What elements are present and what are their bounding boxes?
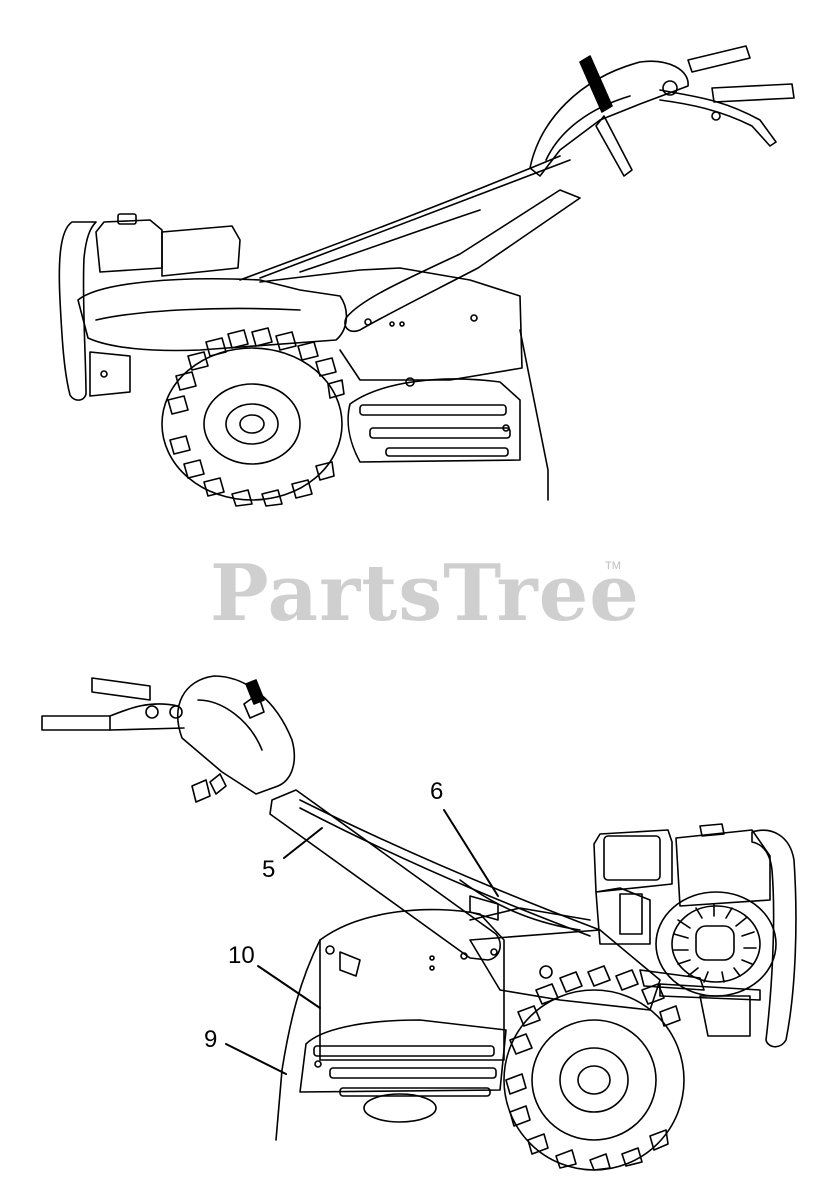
callout-leaders bbox=[226, 810, 498, 1074]
tine-shield-flap bbox=[300, 1020, 506, 1092]
tiller-lower-view bbox=[42, 676, 796, 1170]
callout-6: 6 bbox=[430, 778, 444, 805]
fuel-cap bbox=[118, 214, 136, 224]
handle-grip-lower bbox=[712, 84, 794, 102]
trademark-mark: TM bbox=[605, 560, 621, 572]
wheel-lower bbox=[504, 990, 684, 1170]
tiller-upper-view bbox=[59, 46, 794, 506]
handle-head-lower bbox=[178, 676, 295, 794]
callout-5: 5 bbox=[262, 856, 276, 883]
chassis-frame bbox=[78, 279, 346, 351]
rear-bumper bbox=[752, 830, 796, 1046]
tine-shield-lower bbox=[320, 910, 504, 1060]
handle-head bbox=[530, 61, 688, 176]
handle-column bbox=[345, 190, 580, 331]
watermark-text: PartsTree bbox=[210, 548, 640, 639]
leader-6 bbox=[444, 810, 498, 896]
tine-lever bbox=[580, 56, 612, 112]
handle-grip-lower-lower bbox=[42, 716, 110, 730]
handle-grip-upper bbox=[688, 46, 750, 72]
engine-block bbox=[162, 226, 240, 276]
fuel-tank bbox=[96, 220, 162, 272]
front-bumper bbox=[59, 222, 96, 400]
handle-grip-upper-lower bbox=[92, 678, 150, 700]
callout-9: 9 bbox=[204, 1026, 218, 1053]
tine-shield bbox=[348, 379, 520, 462]
flywheel-shroud bbox=[656, 892, 776, 996]
flywheel-fins bbox=[674, 904, 756, 982]
callout-10: 10 bbox=[228, 942, 255, 969]
leader-9 bbox=[226, 1044, 286, 1074]
leader-5 bbox=[284, 828, 322, 858]
leader-10 bbox=[258, 966, 320, 1008]
tire-tread-lower bbox=[506, 966, 680, 1170]
body-cover bbox=[260, 268, 522, 380]
tire-tread bbox=[168, 328, 344, 506]
wheel-upper bbox=[162, 348, 342, 500]
handle-column-lower bbox=[270, 790, 500, 960]
